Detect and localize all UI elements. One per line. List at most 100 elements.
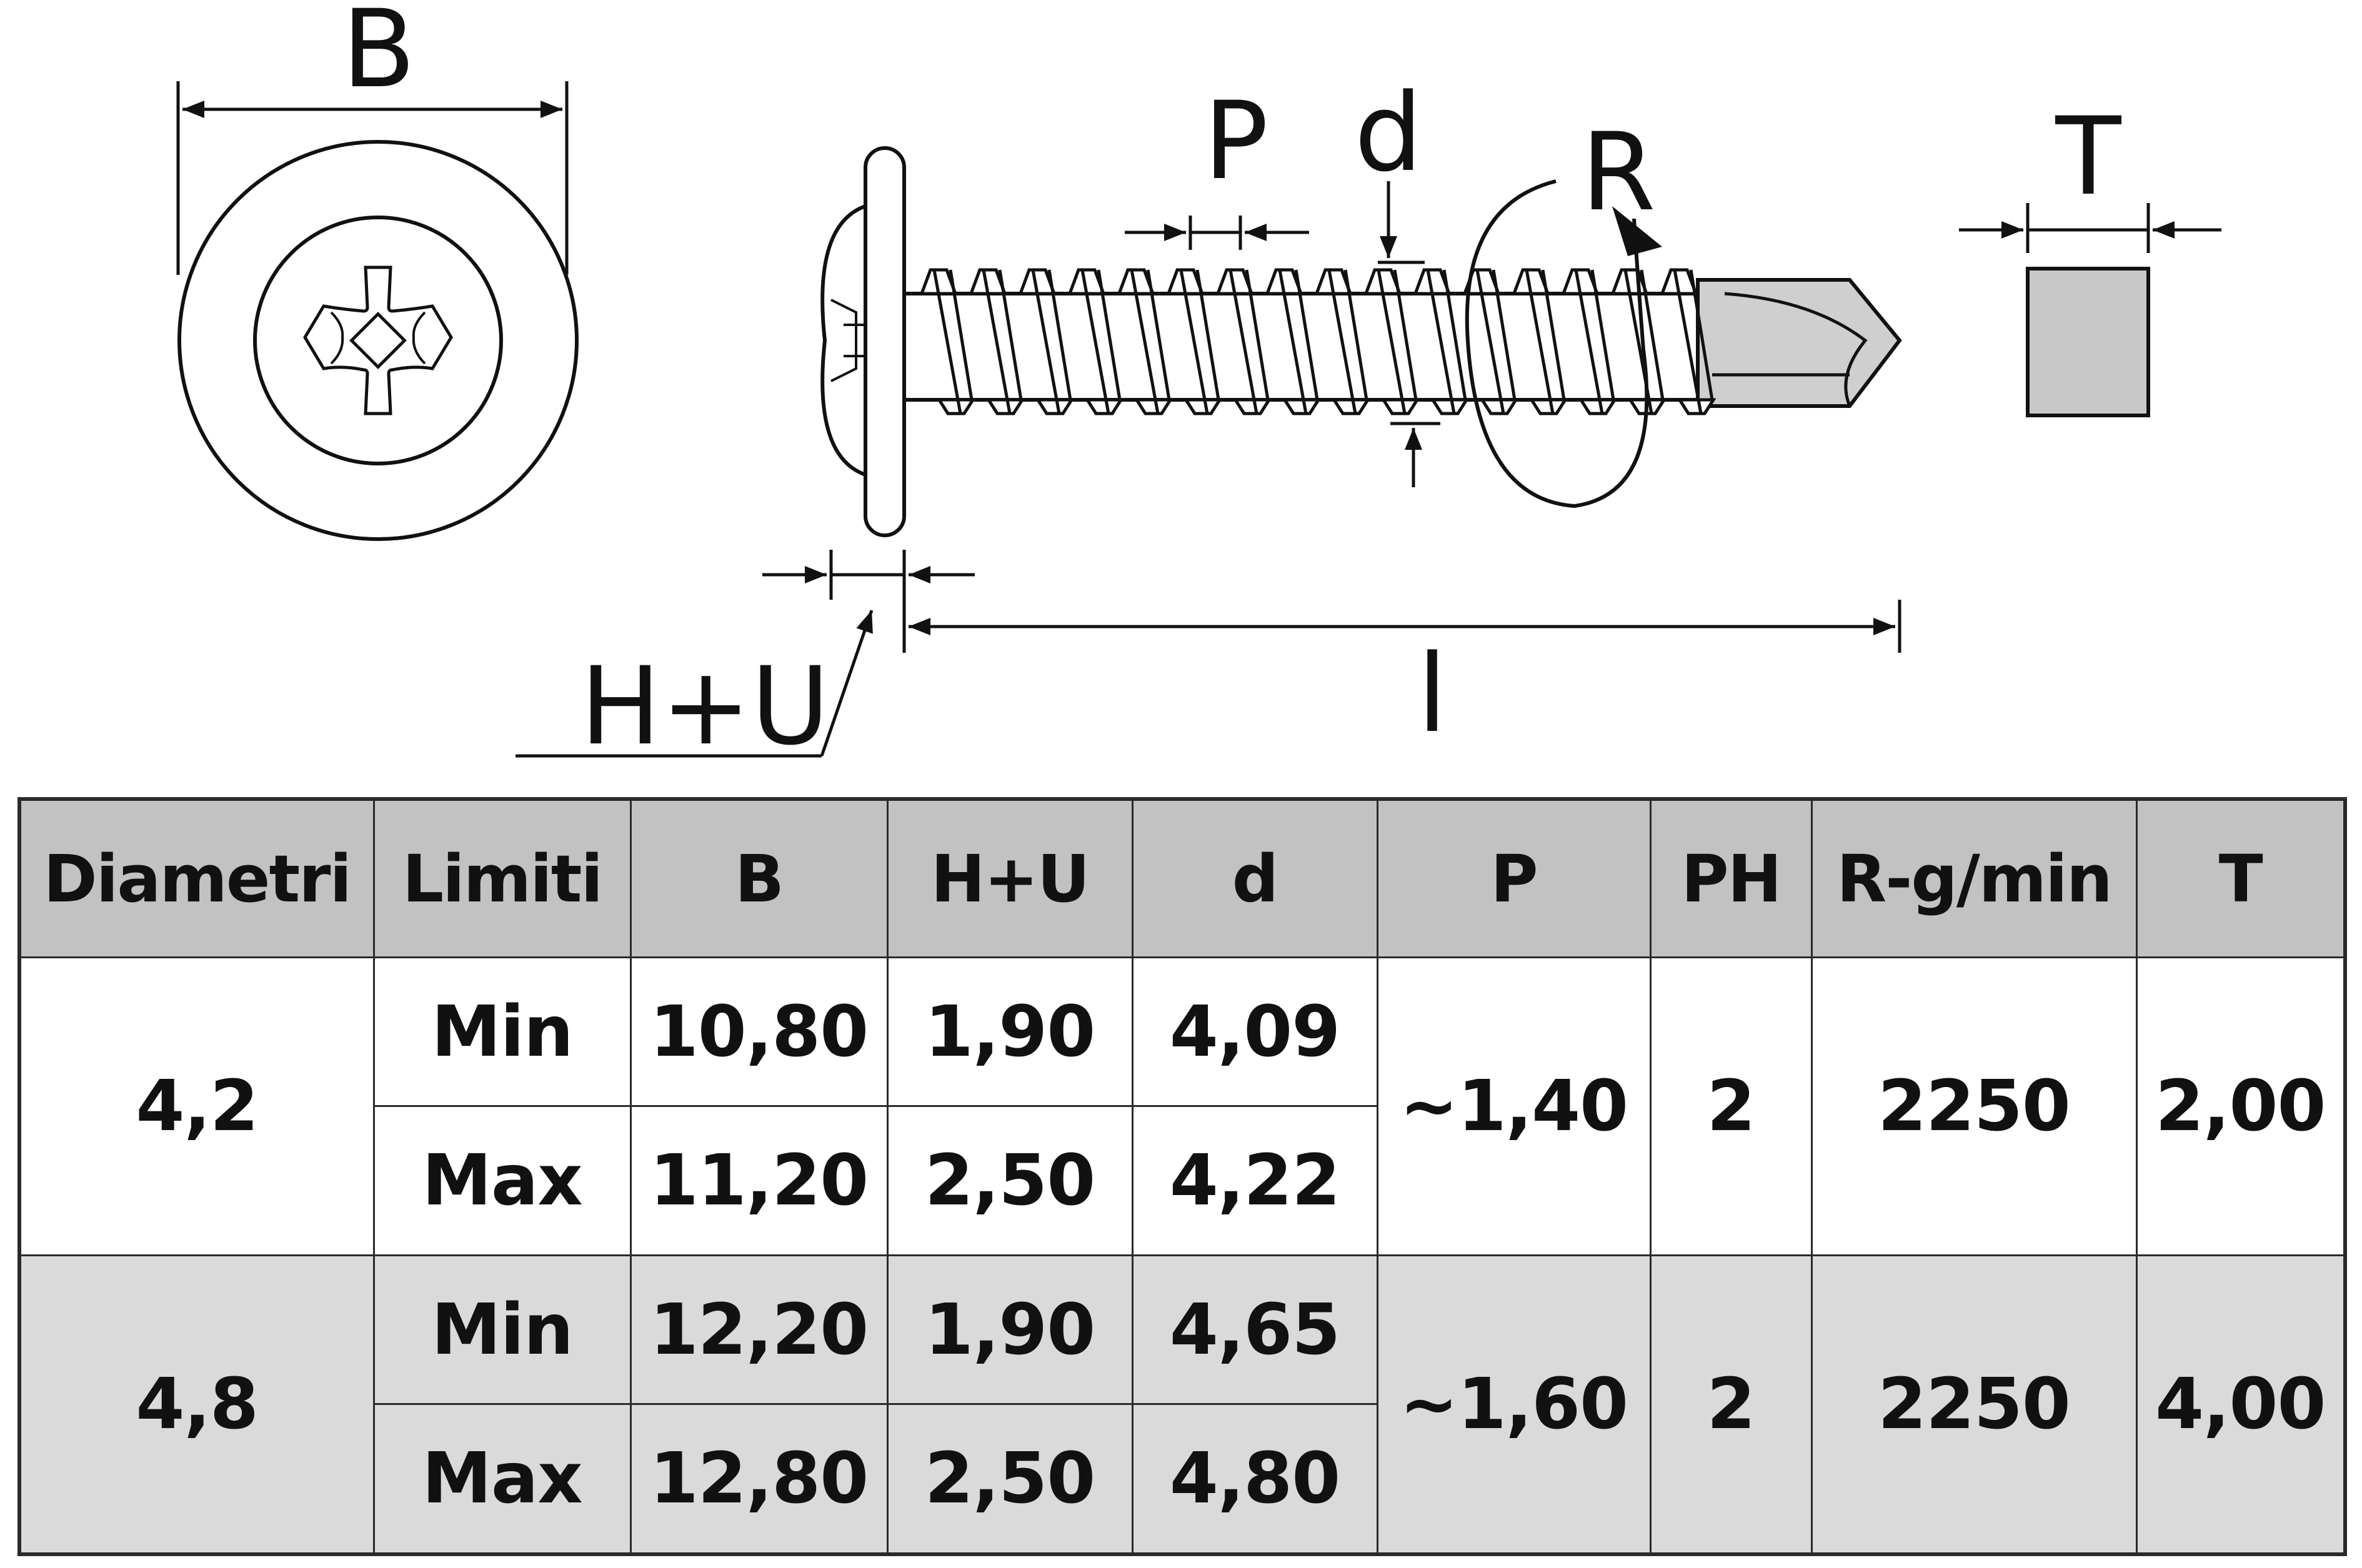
drill-tip <box>1696 278 1902 408</box>
thread-crest-bottom <box>1084 398 1124 415</box>
label-T: T <box>2055 94 2121 219</box>
cell-P: ~1,60 <box>1376 1254 1652 1556</box>
head-inner-outline <box>253 216 503 465</box>
thread-crest-top <box>919 268 958 295</box>
thread-flank <box>1343 269 1368 400</box>
dimension-d <box>1378 181 1440 487</box>
thread-flank <box>1574 269 1604 414</box>
cell-B: 11,20 <box>629 1105 889 1256</box>
cell-d: 4,22 <box>1131 1105 1378 1256</box>
header-d: d <box>1131 798 1378 958</box>
drill-tip-flute <box>1712 292 1868 407</box>
phillips-recess-icon <box>303 265 453 415</box>
dimension-HU <box>516 550 975 758</box>
specification-table: Diametri Limiti B H+U d P PH R-g/min T 4… <box>17 797 2347 1556</box>
cell-B: 12,80 <box>629 1403 889 1556</box>
header-B: B <box>629 798 889 958</box>
thread-flank <box>1047 269 1072 400</box>
thread-flank <box>982 269 1012 414</box>
header-T: T <box>2135 798 2346 958</box>
thread-flank <box>1179 269 1209 414</box>
thread-crest-top <box>969 268 1007 295</box>
head-top-view <box>177 140 579 541</box>
table-row: Max 12,80 2,50 4,80 <box>19 1403 2345 1556</box>
rotation-arrowhead <box>1612 206 1662 256</box>
thread-crest-bottom <box>1528 398 1568 415</box>
dimension-B <box>176 81 569 275</box>
header-PH: PH <box>1649 798 1813 958</box>
cell-limit: Max <box>372 1105 632 1256</box>
cell-HU: 1,90 <box>886 956 1134 1108</box>
thread-crest-top <box>1018 268 1057 295</box>
thread-flank <box>1146 269 1171 400</box>
thread-crest-bottom <box>1380 398 1420 415</box>
header-diametri: Diametri <box>18 798 375 958</box>
thread-flank <box>1525 269 1555 414</box>
thread-crest-top <box>1215 268 1254 295</box>
head-recess-detail <box>830 299 865 382</box>
thread-flank <box>1195 269 1220 400</box>
thread-flank <box>1393 269 1418 400</box>
thread-flank <box>1442 269 1467 400</box>
thread-crest-top <box>1166 268 1205 295</box>
label-l: l <box>1417 631 1447 757</box>
thread-flank <box>1097 269 1122 400</box>
thread-flank <box>1294 269 1319 400</box>
thread-flank <box>1031 269 1061 414</box>
thread-flank <box>1228 269 1258 414</box>
cell-PH: 2 <box>1649 1254 1813 1556</box>
cell-HU: 2,50 <box>886 1403 1134 1556</box>
label-HU: H+U <box>580 643 829 769</box>
thread-crest-top <box>1314 268 1353 295</box>
header-HU: H+U <box>886 798 1134 958</box>
thread-crest-bottom <box>985 398 1025 415</box>
thread-crest-bottom <box>1430 398 1470 415</box>
phillips-center <box>349 312 407 369</box>
thread-crest-bottom <box>1578 398 1618 415</box>
cell-T: 4,00 <box>2135 1254 2346 1556</box>
thread-crest-bottom <box>1331 398 1371 415</box>
thread-crest-bottom <box>1479 398 1519 415</box>
thread-flank <box>1130 269 1160 414</box>
rotation-arc <box>1465 179 1649 509</box>
thread-flank <box>1377 269 1407 414</box>
dimension-T <box>1959 203 2221 253</box>
thread-crest-top <box>1512 268 1550 295</box>
cell-R: 2250 <box>1810 1254 2138 1556</box>
thread-flank <box>949 269 974 400</box>
thread-flank <box>1541 269 1566 400</box>
cell-d: 4,65 <box>1131 1254 1378 1406</box>
thread-crest-top <box>1413 268 1452 295</box>
thread-flank <box>1426 269 1456 414</box>
thread-crest-top <box>1363 268 1402 295</box>
label-P: P <box>1203 78 1268 204</box>
thread-crest-top <box>1265 268 1303 295</box>
cell-PH: 2 <box>1649 956 1813 1256</box>
thread-flank <box>932 269 962 414</box>
thread-flank <box>1278 269 1308 414</box>
thread-crest-top <box>1117 268 1155 295</box>
cell-HU: 2,50 <box>886 1105 1134 1256</box>
cell-P: ~1,40 <box>1376 956 1652 1256</box>
label-R: R <box>1581 109 1656 235</box>
thread-flank <box>1673 269 1703 414</box>
thread-flank <box>1475 269 1505 414</box>
thread-crest-bottom <box>1035 398 1075 415</box>
washer-outline <box>177 140 579 541</box>
header-limiti: Limiti <box>372 798 632 958</box>
thread-crest-bottom <box>1134 398 1174 415</box>
cell-limit: Min <box>372 1254 632 1406</box>
table-row: 4,2 Min 10,80 1,90 4,09 ~1,40 2 2250 2,0… <box>18 956 2346 1256</box>
thread-flank <box>1689 269 1714 400</box>
thread-crest-bottom <box>1677 398 1717 415</box>
header-R: R-g/min <box>1810 798 2138 958</box>
thread-flank <box>998 269 1023 400</box>
screw-technical-drawing: B R P d <box>176 0 2221 769</box>
cell-diameter: 4,8 <box>18 1254 375 1556</box>
label-d: d <box>1354 70 1422 196</box>
table-row: 4,8 Min 12,20 1,90 4,65 ~1,60 2 2250 4,0… <box>18 1254 2346 1556</box>
thread-crest-bottom <box>1282 398 1322 415</box>
rotation-indicator <box>1465 179 1662 509</box>
thread-flank <box>1245 269 1270 400</box>
cell-B: 12,20 <box>629 1254 889 1406</box>
